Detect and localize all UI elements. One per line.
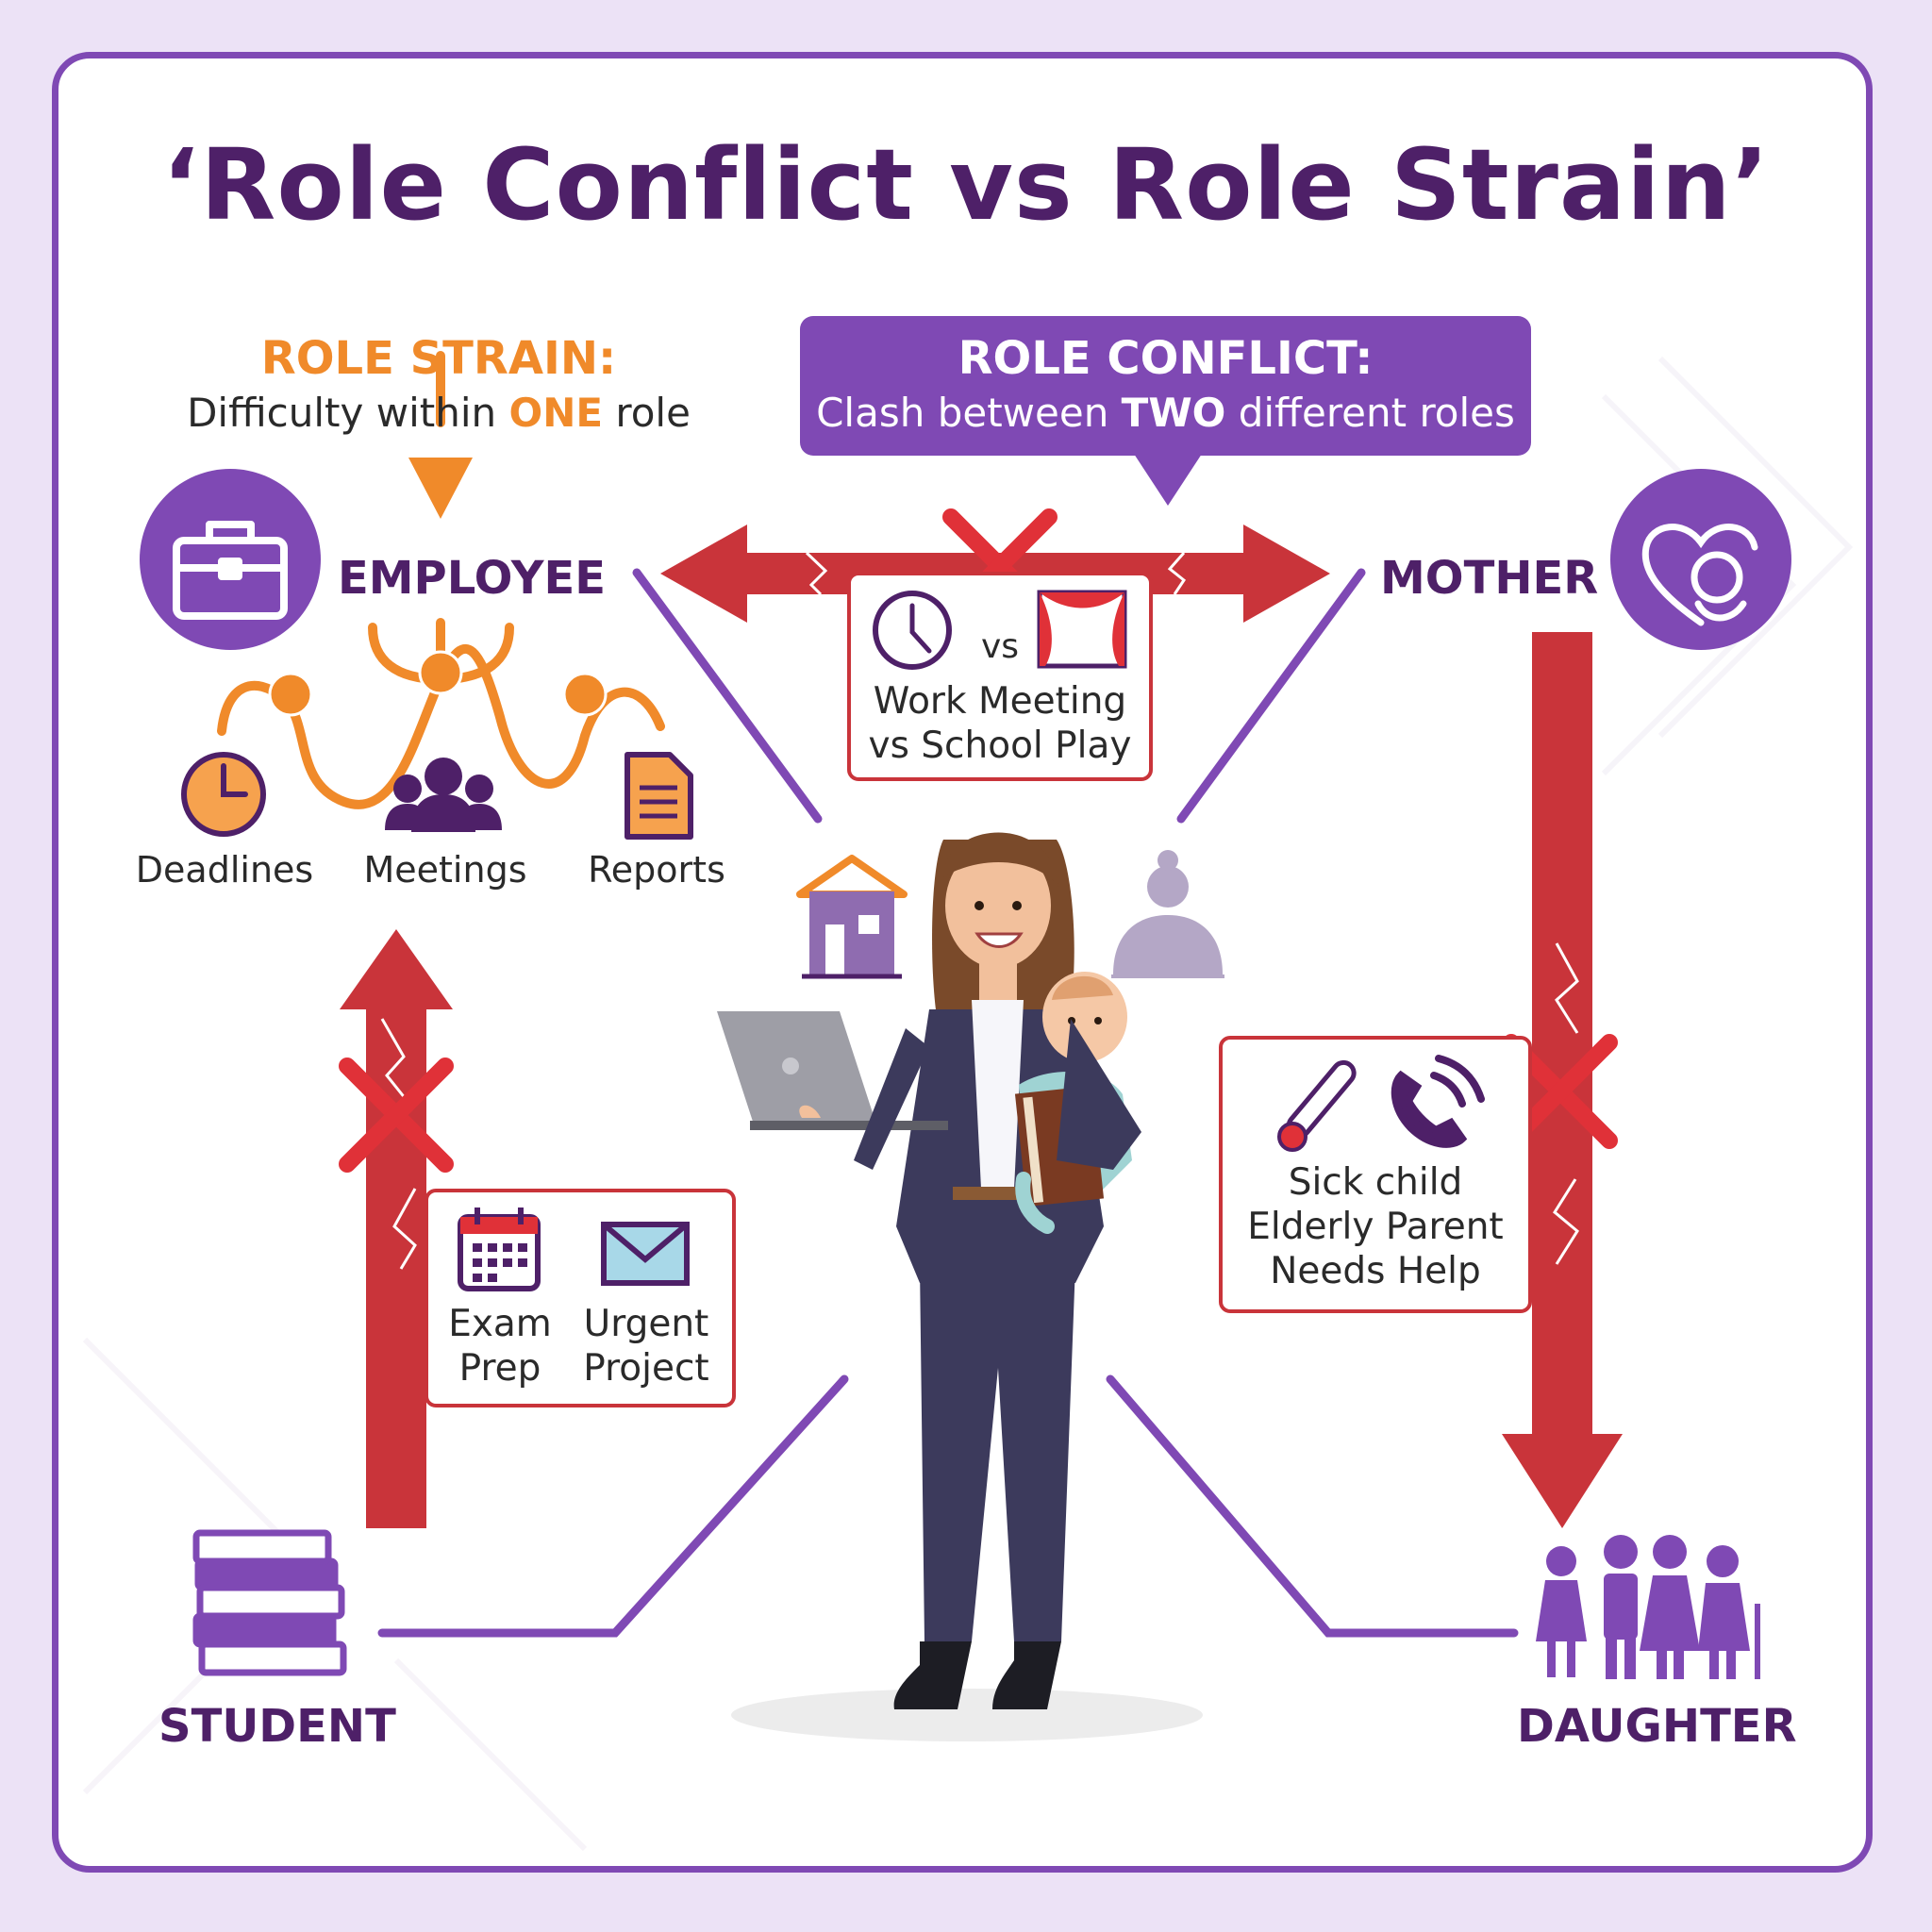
role-conflict-callout xyxy=(800,316,1531,456)
clash-left-item2-line1: Urgent xyxy=(583,1303,709,1345)
conflict-arrow-right xyxy=(1502,632,1623,1528)
clash-right-line2: Elderly Parent xyxy=(1247,1206,1504,1248)
heart-baby-icon xyxy=(1641,524,1758,626)
sad-face-icon xyxy=(418,650,463,695)
page-title: ‘Role Conflict vs Role Strain’ xyxy=(161,127,1771,242)
role-strain-desc-post: role xyxy=(603,390,691,436)
connector-mother xyxy=(1176,568,1366,824)
elder-icon xyxy=(1111,850,1224,978)
clash-left-item1-line2: Prep xyxy=(458,1347,541,1390)
people-icon xyxy=(385,758,502,832)
role-strain-heading: ROLE STRAIN: xyxy=(260,332,617,385)
task-reports: Reports xyxy=(588,849,725,891)
clash-right-line1: Sick child xyxy=(1288,1161,1463,1204)
connector-student xyxy=(377,1374,849,1638)
role-strain-desc-highlight: ONE xyxy=(508,390,604,436)
cross-icon xyxy=(339,1058,454,1173)
task-deadlines: Deadlines xyxy=(135,849,314,891)
sad-faces xyxy=(268,650,608,717)
role-conflict-callout-tail xyxy=(1132,451,1204,506)
role-daughter: DAUGHTER xyxy=(1517,1700,1797,1753)
task-meetings: Meetings xyxy=(363,849,527,891)
briefcase-icon xyxy=(173,521,288,620)
clash-left-item2-line2: Project xyxy=(583,1347,709,1390)
role-employee: EMPLOYEE xyxy=(338,552,607,605)
clash-top-line2: vs School Play xyxy=(868,724,1132,767)
role-conflict-desc-highlight: TWO xyxy=(1121,390,1226,436)
house-icon xyxy=(796,855,908,979)
sad-face-icon xyxy=(268,672,313,717)
books-icon xyxy=(192,1529,347,1676)
role-mother: MOTHER xyxy=(1380,552,1599,605)
role-conflict-desc-post: different roles xyxy=(1225,390,1515,436)
role-conflict-desc-pre: Clash between xyxy=(816,390,1122,436)
document-icon xyxy=(625,752,693,840)
sad-face-icon xyxy=(562,672,608,717)
clash-left-item1-line1: Exam xyxy=(448,1303,552,1345)
strain-pointer-triangle xyxy=(408,458,473,519)
woman-figure xyxy=(717,832,1203,1741)
clock-icon xyxy=(181,752,266,837)
clash-top-line1: Work Meeting xyxy=(873,680,1127,723)
family-icon xyxy=(1536,1535,1760,1679)
role-student: STUDENT xyxy=(158,1700,396,1753)
role-strain-description: Difficulty within ONE role xyxy=(151,390,726,436)
connector-daughter xyxy=(1106,1374,1519,1638)
clash-top-vs: vs xyxy=(980,627,1020,666)
role-strain-desc-pre: Difficulty within xyxy=(187,390,509,436)
role-conflict-description: Clash between TWO different roles xyxy=(800,390,1531,436)
role-conflict-heading: ROLE CONFLICT: xyxy=(958,332,1374,385)
connector-employee xyxy=(632,568,823,824)
clash-right-line3: Needs Help xyxy=(1270,1250,1481,1292)
